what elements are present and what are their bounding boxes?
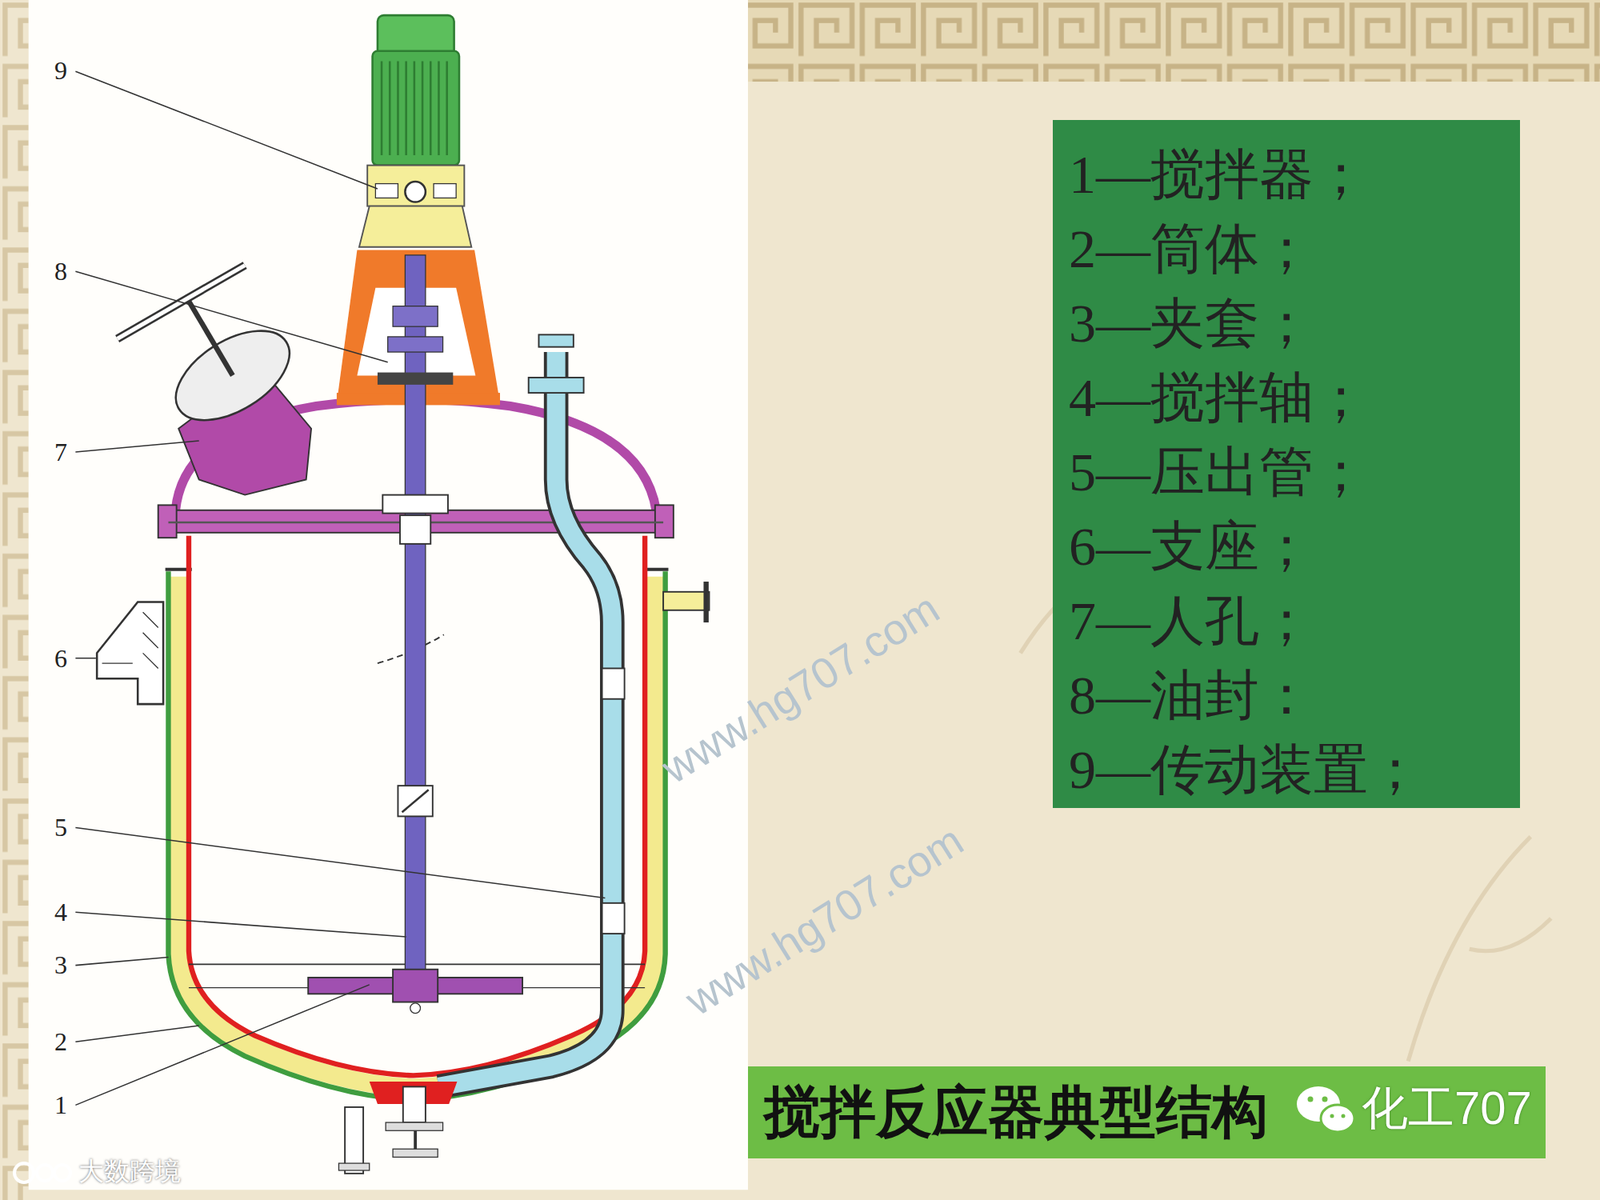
- leader-line: [75, 984, 369, 1106]
- callout-number: 3: [54, 950, 68, 980]
- leader-line: [75, 71, 605, 1105]
- agitator-shaft: [377, 255, 453, 996]
- drive-unit: [381, 61, 448, 156]
- legend-entry: 4—搅拌轴；: [1068, 360, 1520, 436]
- leader-line: [75, 71, 378, 189]
- support-lug: [102, 612, 159, 668]
- agitator-shaft: [404, 255, 426, 996]
- outlet-pipe: [438, 352, 612, 1087]
- legend-entry: 2—筒体；: [1068, 212, 1520, 287]
- manhole: [117, 265, 312, 496]
- drive-unit: [375, 184, 398, 199]
- brand-logo: [54, 1164, 71, 1181]
- nozzles: [338, 1163, 369, 1171]
- nozzles: [385, 1122, 443, 1131]
- agitator-shaft: [377, 372, 453, 385]
- outlet-pipe: [438, 352, 612, 1087]
- leader-line: [75, 1025, 199, 1042]
- watermark: www.hg707.com: [652, 583, 948, 794]
- wechat-icon: [1322, 1096, 1328, 1103]
- outlet-pipe: [602, 668, 625, 699]
- manhole: [188, 300, 233, 376]
- nozzles: [392, 1148, 438, 1157]
- leader-line: [75, 271, 388, 363]
- callout-number: 8: [54, 256, 68, 287]
- drive-unit: [359, 206, 472, 248]
- wechat-icon: [1308, 1096, 1314, 1103]
- drive-unit: [336, 15, 500, 405]
- nozzles: [413, 1130, 417, 1149]
- leader-line: [75, 440, 199, 452]
- callout-number: 4: [54, 897, 68, 928]
- outlet-pipe: [438, 334, 624, 1087]
- title-text: 搅拌反应器典型结构: [764, 1066, 1268, 1159]
- leader-line: [75, 956, 168, 965]
- background: [0, 0, 29, 1200]
- support-lug: [96, 602, 164, 705]
- legend-entry: 7—人孔；: [1068, 584, 1520, 659]
- background: [748, 0, 1600, 82]
- nozzles: [338, 581, 709, 1174]
- agitator-shaft: [402, 789, 429, 812]
- agitator-shaft: [382, 495, 448, 514]
- legend-entry: 5—压出管；: [1068, 435, 1520, 510]
- brand-logo: [14, 1163, 71, 1183]
- agitator-shaft: [392, 306, 438, 328]
- wechat-icon: [1320, 1104, 1355, 1132]
- legend-entry: 8—油封：: [1068, 658, 1520, 733]
- callout-number: 6: [54, 644, 68, 674]
- outlet-pipe: [602, 903, 625, 934]
- wechat-icon: [1296, 1086, 1355, 1132]
- legend-box: 1—搅拌器；2—筒体；3—夹套；4—搅拌轴；5—压出管；6—支座；7—人孔；8—…: [1052, 120, 1520, 808]
- nozzles: [403, 1086, 426, 1123]
- support-lug: [96, 602, 164, 705]
- drive-unit: [433, 184, 456, 199]
- watermark: www.hg707.com: [676, 815, 972, 1026]
- callout-number: 2: [54, 1027, 68, 1057]
- callout-number: 5: [54, 812, 68, 843]
- outlet-pipe: [528, 377, 584, 393]
- drive-unit: [367, 165, 464, 207]
- legend-entry: 3—夹套；: [1068, 286, 1520, 361]
- title-band-fill: [748, 1066, 1546, 1159]
- legend-entry: 6—支座；: [1068, 509, 1520, 584]
- leader-line: [75, 657, 96, 660]
- outlet-pipe: [538, 334, 573, 347]
- wechat-icon: [1296, 1086, 1340, 1122]
- agitator-blade: [392, 969, 438, 1003]
- agitator-blade: [308, 969, 523, 1014]
- leader-line: [75, 912, 406, 937]
- wechat-icon: [1341, 1114, 1346, 1119]
- background: [748, 0, 1600, 82]
- legend-entry: 1—搅拌器；: [1068, 137, 1520, 212]
- background: [28, 0, 748, 1190]
- agitator-shaft: [400, 515, 431, 544]
- brand-logo: [36, 1164, 53, 1181]
- drive-unit: [404, 181, 426, 203]
- callout-number: 9: [54, 56, 68, 86]
- brand-logo: [14, 1163, 34, 1183]
- wechat-icon: [1330, 1114, 1335, 1119]
- callout-number: 7: [54, 437, 68, 468]
- legend-entry: 9—传动装置；: [1068, 732, 1520, 808]
- leader-line: [75, 827, 605, 898]
- agitator-shaft: [388, 336, 444, 352]
- watermark: 大数跨境: [78, 1156, 181, 1187]
- agitator-shaft: [397, 785, 432, 816]
- drive-unit: [372, 51, 460, 166]
- agitator-blade: [410, 1003, 421, 1014]
- watermark: 化工707: [1361, 1081, 1532, 1136]
- nozzles: [663, 592, 709, 611]
- callout-number: 1: [54, 1090, 68, 1120]
- nozzles: [703, 581, 708, 623]
